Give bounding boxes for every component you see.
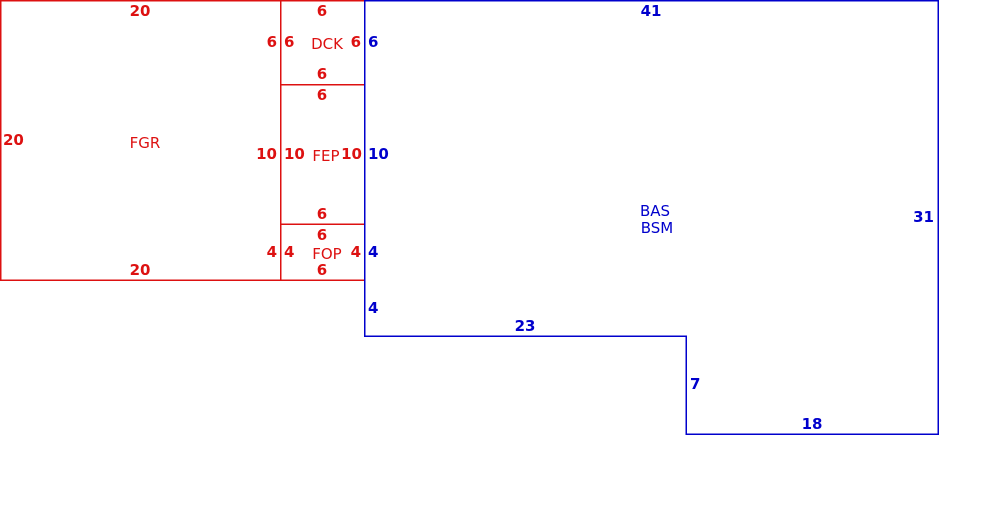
dim-fep-right: 10	[341, 145, 362, 163]
dim-fep-bottom: 6	[317, 205, 327, 223]
bas-outline	[364, 0, 939, 435]
dim-bas-step-side: 7	[690, 375, 700, 393]
dim-fep-left: 10	[284, 145, 305, 163]
area-label-bas: BAS	[640, 202, 670, 220]
dim-fop-right: 4	[351, 243, 361, 261]
dim-bas-left-3: 4	[368, 243, 378, 261]
dim-fgr-right: 6	[267, 33, 277, 51]
dim-bas-left-4: 4	[368, 299, 378, 317]
dim-fgr-right-mid: 10	[256, 145, 277, 163]
dim-bas-step-top: 23	[515, 317, 536, 335]
dim-dck-top: 6	[317, 2, 327, 20]
dim-fop-bottom: 6	[317, 261, 327, 279]
dim-fgr-bottom: 20	[130, 261, 151, 279]
dim-dck-right: 6	[351, 33, 361, 51]
dim-bas-left-2: 10	[368, 145, 389, 163]
dim-fop-top: 6	[317, 226, 327, 244]
dim-fgr-top: 20	[130, 2, 151, 20]
dim-fgr-right-low: 4	[267, 243, 277, 261]
dim-bas-right: 31	[913, 208, 934, 226]
dim-bas-top: 41	[641, 2, 662, 20]
area-label-fgr: FGR	[130, 134, 161, 152]
dim-bas-bottom: 18	[802, 415, 823, 433]
dim-bas-left-1: 6	[368, 33, 378, 51]
dim-fep-top: 6	[317, 86, 327, 104]
area-label-fop: FOP	[312, 245, 341, 263]
dim-fop-left: 4	[284, 243, 294, 261]
area-label-fep: FEP	[312, 147, 339, 165]
dim-dck-left: 6	[284, 33, 294, 51]
area-label-bsm: BSM	[641, 219, 674, 237]
dim-dck-bottom: 6	[317, 65, 327, 83]
dim-fgr-left: 20	[3, 131, 24, 149]
area-label-dck: DCK	[311, 35, 344, 53]
